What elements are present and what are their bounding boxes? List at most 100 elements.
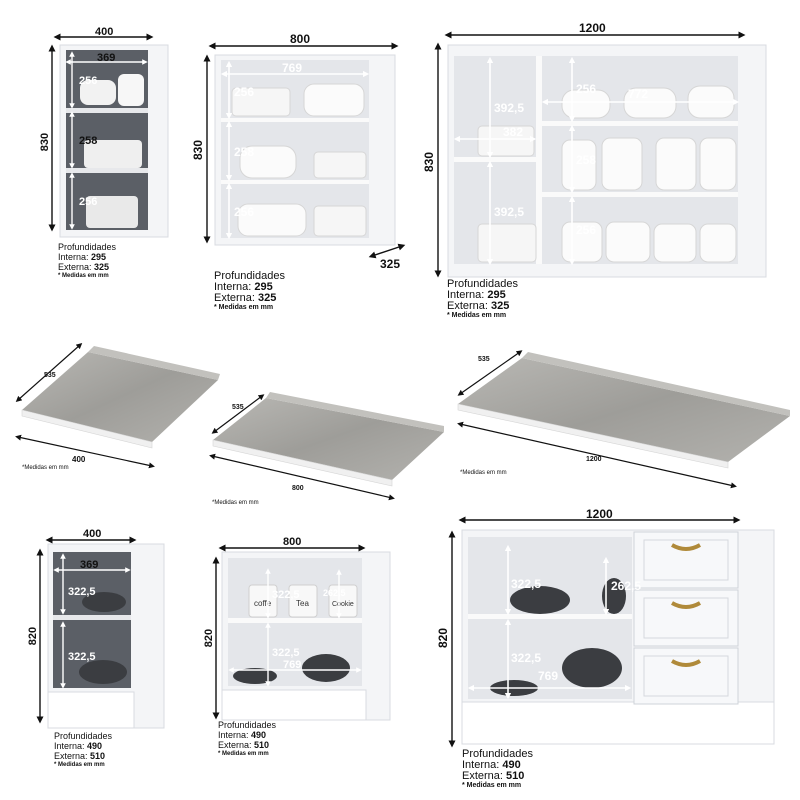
plate-stack	[86, 196, 138, 228]
cup-handle[interactable]	[671, 659, 701, 667]
cup-stack	[655, 137, 697, 191]
shelf-height-label: 262,5	[611, 579, 641, 593]
bowl-stack	[80, 80, 116, 105]
shelf-height-label: 256	[79, 196, 97, 208]
width-label: 400	[83, 528, 101, 540]
inner-width-label: 382	[503, 125, 523, 139]
inner-width-label: 769	[538, 669, 558, 683]
cup-handle[interactable]	[671, 543, 701, 551]
drawer-front[interactable]	[633, 647, 739, 705]
depth-label: 535	[478, 356, 490, 363]
depth-note-wall-800: Profundidades Interna: 295 Externa: 325 …	[214, 271, 285, 312]
depth-external: Externa: 325	[214, 293, 285, 304]
countertop-800: 800 535	[209, 392, 444, 501]
shelf-height-label: 322,5	[511, 651, 541, 665]
depth-note-title: Profundidades	[447, 278, 518, 290]
bowl-stack	[605, 221, 651, 263]
units-note: * Medidas em mm	[462, 782, 522, 789]
wall-unit-1200: 1200 830 392,5 382 392,5 772 256 258	[422, 21, 767, 278]
depth-internal: Interna: 490	[462, 760, 533, 771]
shelf-height-label: 258	[79, 135, 97, 147]
bowl-stack	[239, 145, 297, 179]
depth-note-title: Profundidades	[214, 270, 285, 282]
height-label: 820	[436, 628, 450, 648]
shelf-height-label: 392,5	[494, 205, 524, 219]
inner-width-label: 769	[283, 659, 301, 671]
depth-internal: Interna: 295	[214, 282, 285, 293]
depth-note-title: Profundidades	[218, 720, 277, 730]
divider	[536, 56, 542, 264]
internal-value: 490	[251, 730, 267, 740]
internal-label: Interna:	[58, 252, 89, 262]
depth-note-title: Profundidades	[462, 748, 533, 760]
drawer-front[interactable]	[633, 531, 739, 589]
depth-label: 325	[380, 257, 400, 271]
wall-unit-400: 400 830 369 256 258 256	[39, 26, 169, 238]
drawer-front[interactable]	[633, 589, 739, 647]
inner-width-label: 769	[282, 61, 302, 75]
internal-label: Interna:	[214, 281, 252, 293]
shelf	[228, 618, 362, 623]
plinth	[461, 701, 775, 745]
height-label: 820	[27, 627, 39, 645]
pot	[510, 586, 570, 614]
external-value: 510	[506, 770, 525, 782]
width-label: 400	[95, 26, 113, 38]
external-value: 325	[491, 300, 510, 312]
external-label: Externa:	[58, 262, 92, 272]
external-label: Externa:	[462, 770, 503, 782]
internal-label: Interna:	[462, 759, 500, 771]
external-label: Externa:	[214, 292, 255, 304]
depth-internal: Interna: 295	[447, 290, 518, 301]
depth-note-wall-1200: Profundidades Interna: 295 Externa: 325 …	[447, 279, 518, 320]
depth-note-wall-400: Profundidades Interna: 295 Externa: 325 …	[58, 242, 116, 280]
units-note: * Medidas em mm	[54, 762, 105, 768]
shelf	[53, 615, 131, 620]
shelf	[221, 118, 369, 122]
drawer-panel	[643, 539, 729, 581]
bowl-stack	[653, 223, 697, 263]
external-value: 510	[90, 751, 106, 761]
width-label: 800	[283, 536, 301, 548]
shelf	[66, 108, 148, 113]
width-dimension-line	[209, 453, 395, 501]
internal-label: Interna:	[54, 741, 85, 751]
height-label: 830	[191, 140, 205, 160]
base-unit-1200: 1200 820 322,5 262,5 322,5 769	[436, 507, 775, 748]
bowl-stack	[303, 83, 365, 117]
countertop-backsplash	[88, 346, 220, 380]
internal-value: 295	[91, 252, 107, 262]
height-label: 830	[39, 133, 51, 151]
plate-stack	[313, 151, 367, 179]
canister-label: Tea	[296, 599, 309, 608]
depth-external: Externa: 325	[447, 301, 518, 312]
depth-internal: Interna: 295	[58, 252, 116, 262]
canister	[328, 584, 358, 618]
canister-label: coffe	[254, 599, 272, 608]
plinth	[47, 691, 135, 729]
shelf-height-label: 262,5	[323, 588, 346, 598]
width-label: 1200	[586, 507, 613, 521]
depth-note-title: Profundidades	[58, 242, 117, 252]
countertop-1200-units-note: *Medidas em mm	[460, 470, 507, 476]
inner-width-label: 369	[80, 559, 98, 571]
shelf	[542, 121, 738, 126]
width-label: 1200	[586, 456, 602, 463]
countertop-800-units-note: *Medidas em mm	[212, 500, 259, 506]
width-label: 400	[72, 455, 86, 464]
cup-handle[interactable]	[671, 601, 701, 609]
depth-note-base-1200: Profundidades Interna: 490 Externa: 510 …	[462, 749, 533, 790]
shelf-height-label: 256	[79, 75, 97, 87]
shelf-height-label: 322,5	[511, 577, 541, 591]
shelf-height-label: 256	[234, 85, 254, 99]
pot	[562, 648, 622, 688]
internal-label: Interna:	[447, 289, 485, 301]
cup-stack	[601, 137, 643, 191]
units-note: * Medidas em mm	[214, 304, 274, 311]
depth-internal: Interna: 490	[54, 741, 112, 751]
depth-external: Externa: 510	[218, 740, 276, 750]
countertop-backsplash	[266, 392, 444, 432]
base-unit-800: 800 820 coffe Tea Cookie 322,5 262,5 322…	[203, 536, 391, 721]
countertop-surface	[22, 352, 218, 442]
